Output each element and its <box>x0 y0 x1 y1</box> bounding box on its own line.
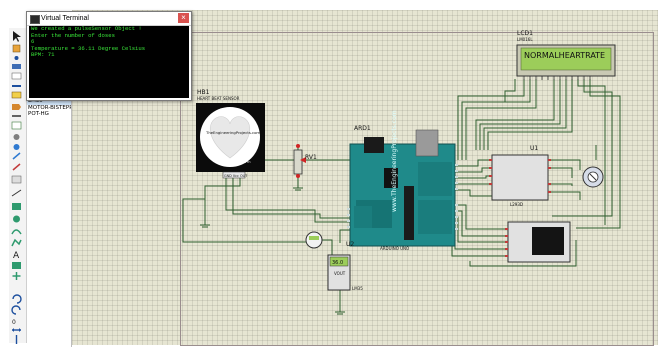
path-icon <box>11 238 22 247</box>
device-list: LM35 MOTOR-BISTEPP POT-HG <box>27 98 72 347</box>
instrument-icon <box>11 175 22 184</box>
sensor-test-pin: Test Pin <box>236 160 251 164</box>
graph-icon <box>11 121 22 130</box>
sensor-ref: HB1 <box>197 89 210 96</box>
wires <box>182 79 621 312</box>
virtual-terminal-window[interactable]: Virtual Terminal × We created a pulseSen… <box>26 11 192 101</box>
junction-icon <box>14 56 19 60</box>
terminal-icon <box>12 104 21 110</box>
text-script-icon <box>11 72 22 80</box>
angle-readout: 0 <box>12 319 16 326</box>
driver-type: L293D <box>510 202 523 207</box>
temp-ref: U2 <box>346 241 354 248</box>
terminal-line: We created a pulseSensor Object ! <box>31 25 142 32</box>
arduino-uno[interactable]: www.TheEngineeringProjects.com <box>347 110 458 247</box>
pot-ref: RV1 <box>305 154 317 161</box>
line-icon <box>11 189 22 197</box>
driver-ref: U1 <box>530 145 538 152</box>
tape-icon <box>13 134 20 140</box>
meter-gauge[interactable] <box>305 231 323 249</box>
terminal-icon <box>30 15 40 24</box>
temp-pin: VOUT <box>334 271 346 276</box>
lcd-text: NORMALHEARTRATE <box>524 51 605 60</box>
box-icon <box>12 203 21 210</box>
device-item[interactable]: LM35 <box>27 98 71 105</box>
terminal-screen[interactable]: We created a pulseSensor Object ! Enter … <box>29 25 189 98</box>
sensor-caption: HEART BEAT SENSOR <box>197 96 240 101</box>
arc-icon <box>11 229 22 235</box>
motor-driver-l293d[interactable] <box>489 154 551 201</box>
terminal-titlebar[interactable]: Virtual Terminal × <box>27 12 191 26</box>
toolbar-icons: A <box>11 31 22 344</box>
close-button[interactable]: × <box>178 13 189 23</box>
temp-type: LM35 <box>352 286 363 291</box>
temp-value: 36.0 <box>332 260 343 266</box>
potentiometer[interactable] <box>293 144 306 178</box>
selection-arrow-icon <box>13 31 21 42</box>
lcd-display[interactable]: NORMALHEARTRATE <box>516 44 616 80</box>
generator-icon <box>13 144 20 150</box>
ground-symbols <box>200 187 345 315</box>
lcd-type: LM016L <box>517 37 533 42</box>
output-module[interactable] <box>505 221 571 263</box>
circle-icon <box>13 215 20 223</box>
subcircuit-icon <box>11 91 22 99</box>
probe-voltage-icon <box>12 152 21 160</box>
wire-label-icon <box>12 64 21 69</box>
terminal-line: Temperature = 36.11 Degree Celsius <box>31 44 146 52</box>
sensor-pins: GND Vcc OUT <box>224 174 248 178</box>
terminal-line: Enter the number of doses <box>31 31 115 39</box>
temperature-sensor-lm35[interactable]: 36.0 VOUT <box>327 254 351 291</box>
arduino-site: www.TheEngineeringProjects.com <box>391 110 398 212</box>
terminal-line: 6 <box>31 38 35 46</box>
sensor-site: TheEngineeringProjects.com <box>205 130 260 135</box>
stepper-motor[interactable] <box>582 166 604 188</box>
rotate-cw-icon <box>12 294 22 304</box>
probe-current-icon <box>12 163 21 171</box>
rotate-ccw-icon <box>11 305 21 315</box>
symbol-icon <box>12 262 21 269</box>
text-icon: A <box>13 251 20 261</box>
device-item[interactable]: POT-HG <box>28 111 49 117</box>
sheet-border <box>180 32 654 346</box>
heart-beat-sensor[interactable]: TheEngineeringProjects.com Test Pin GND … <box>196 103 265 179</box>
device-item[interactable]: MOTOR-BISTEPP <box>28 104 71 111</box>
lcd-ref: LCD1 <box>517 30 533 37</box>
heart-icon <box>209 116 251 159</box>
arduino-ref: ARD1 <box>354 125 371 132</box>
arduino-name: ARDUINO UNO <box>380 246 409 251</box>
terminal-title: Virtual Terminal <box>41 15 89 22</box>
component-icon <box>12 44 21 53</box>
terminal-line: BPM: 71 <box>31 51 55 59</box>
